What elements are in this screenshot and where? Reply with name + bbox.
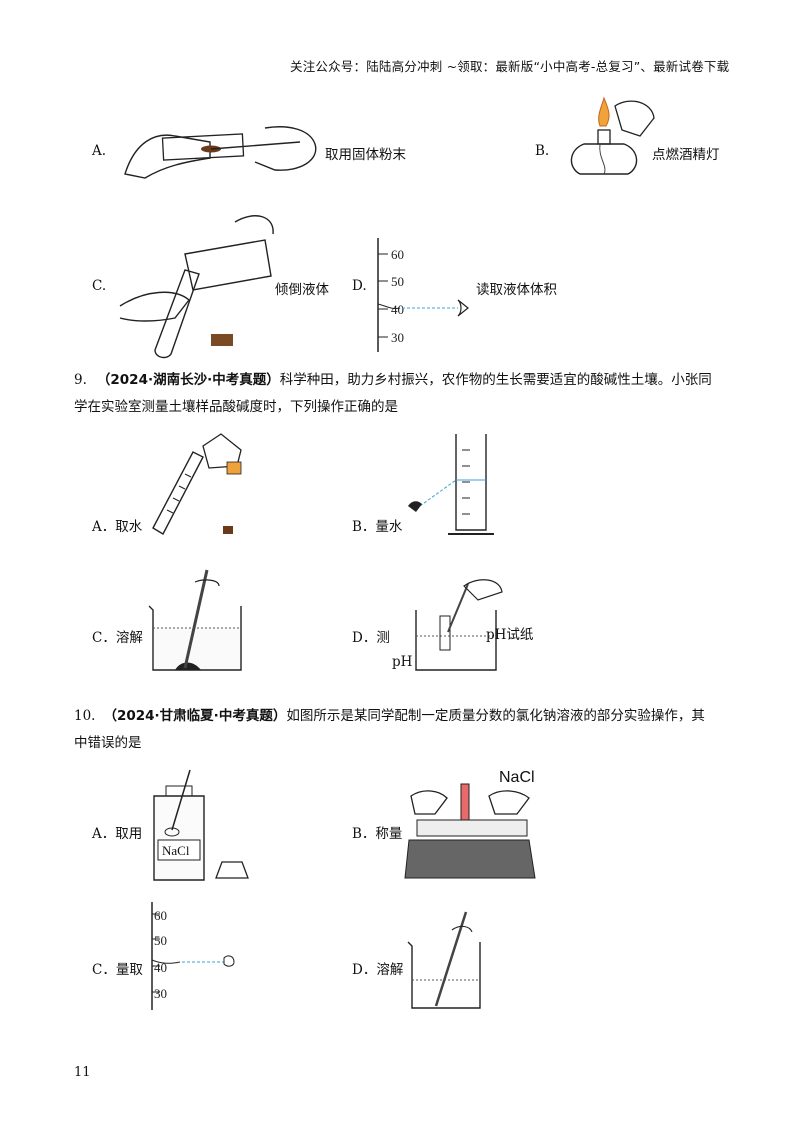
page-header: 关注公众号：陆陆高分冲刺 ~领取：最新版“小中高考-总复习”、最新试卷下载 [290, 59, 730, 74]
q8-option-d-letter: D. [352, 278, 367, 294]
q8-option-a-caption: 取用固体粉末 [325, 147, 406, 163]
q8-option-d-caption: 读取液体体积 [476, 282, 557, 298]
q8-tick-30: 30 [391, 330, 404, 345]
q10-option-b-label: B．称量 [352, 826, 403, 842]
q10-tick-30: 30 [154, 986, 167, 1001]
q8-option-c-caption: 倾倒液体 [275, 282, 329, 298]
q10-image-c-measure: 60 50 40 30 [151, 902, 235, 1010]
q10-stem-line1: 如图所示是某同学配制一定质量分数的氯化钠溶液的部分实验操作，其 [286, 708, 705, 724]
q10-source: （2024·甘肃临夏·中考真题） [103, 708, 287, 724]
q9-stem-line1: 科学种田，助力乡村振兴，农作物的生长需要适宜的酸碱性土壤。小张同 [279, 372, 712, 388]
q8-tick-50: 50 [391, 274, 404, 289]
q8-option-b-caption: 点燃酒精灯 [652, 147, 720, 163]
q9-option-a-label: A．取水 [92, 519, 143, 535]
q10-image-a-take-nacl: NaCl [153, 769, 249, 881]
q10-question: 10. （2024·甘肃临夏·中考真题）如图所示是某同学配制一定质量分数的氯化钠溶… [74, 703, 734, 757]
q9-image-c-dissolve [148, 569, 242, 671]
q10-option-c-label: C．量取 [92, 962, 143, 978]
q9-source: （2024·湖南长沙·中考真题） [96, 372, 280, 388]
q8-option-b-letter: B. [535, 143, 550, 159]
q8-option-c-letter: C. [92, 278, 107, 294]
q9-image-d-measure-ph [415, 579, 503, 671]
q9-option-d-label: D．测 [352, 630, 390, 646]
q9-question: 9. （2024·湖南长沙·中考真题）科学种田，助力乡村振兴，农作物的生长需要适宜… [74, 367, 734, 421]
q8-image-a-powder [124, 126, 317, 179]
q10-nacl-balance-label: NaCl [499, 769, 535, 786]
q10-tick-40: 40 [154, 960, 167, 975]
q10-image-d-dissolve [407, 911, 481, 1009]
q9-image-b-measure-water [408, 434, 494, 535]
q9-option-c-label: C．溶解 [92, 630, 143, 646]
q8-image-d-read-volume: 60 50 40 30 [377, 238, 469, 352]
q10-option-a-label: A．取用 [92, 826, 143, 842]
q10-tick-60: 60 [154, 908, 167, 923]
q8-image-b-alcohol-lamp [570, 96, 655, 175]
q8-tick-40: 40 [391, 302, 404, 317]
q10-number: 10. [74, 708, 96, 724]
q9-image-a-fetch-water [152, 433, 242, 535]
q10-stem-line2: 中错误的是 [74, 735, 142, 751]
q9-option-b-label: B．量水 [352, 519, 403, 535]
q10-tick-50: 50 [154, 933, 167, 948]
q9-number: 9. [74, 372, 87, 388]
q8-image-c-pour-liquid [119, 215, 274, 359]
q10-image-b-weigh: NaCl [404, 769, 536, 879]
q10-option-d-label: D．溶解 [352, 962, 404, 978]
page-number: 11 [74, 1065, 91, 1080]
q9-ph-paper-label: pH试纸 [486, 627, 534, 643]
q10-nacl-jar-label: NaCl [162, 843, 190, 858]
q8-option-a-letter: A. [92, 143, 107, 159]
q9-ph-label: pH [392, 654, 413, 670]
q9-stem-line2: 学在实验室测量土壤样品酸碱度时，下列操作正确的是 [74, 399, 398, 415]
q8-tick-60: 60 [391, 247, 404, 262]
